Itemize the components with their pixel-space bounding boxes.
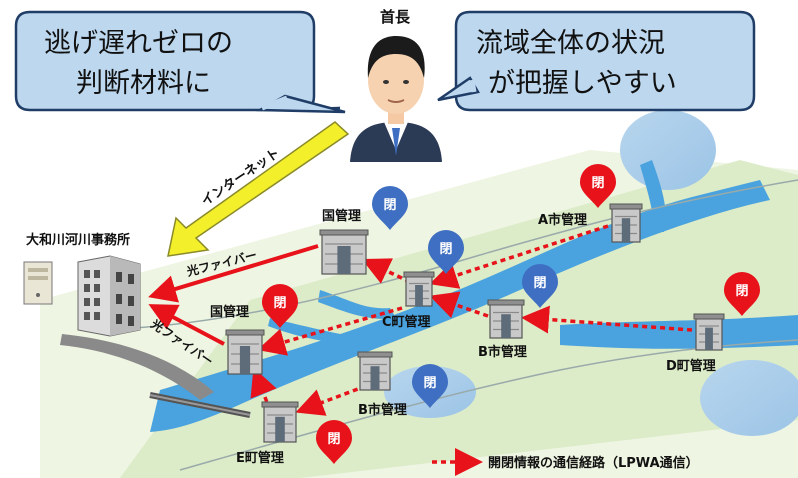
lpwa-c-to-kunilower bbox=[257, 306, 403, 356]
lpwa-paths bbox=[250, 224, 693, 416]
gate-label: B市管理 bbox=[358, 402, 407, 418]
server-icon bbox=[23, 261, 53, 305]
gate-status-pin: 閉 bbox=[580, 164, 616, 208]
lpwa-d-to-b bbox=[521, 305, 693, 334]
pond-lower-right bbox=[700, 360, 798, 436]
gate-c-town: C町管理 閉 bbox=[382, 230, 464, 330]
gate-icon bbox=[319, 229, 369, 275]
gate-status-text: 閉 bbox=[735, 284, 748, 299]
gate-icon bbox=[693, 313, 725, 351]
gate-b-city-mid: B市管理 閉 bbox=[478, 264, 558, 360]
lpwa-c-to-kuni bbox=[361, 258, 411, 284]
gate-status-pin: 閉 bbox=[262, 284, 298, 328]
bubble-left-line1: 逃げ遅れゼロの bbox=[44, 28, 233, 59]
road bbox=[60, 334, 214, 400]
gate-label: 国管理 bbox=[322, 208, 361, 224]
gate-status-pin: 閉 bbox=[316, 420, 352, 464]
leader-face bbox=[368, 46, 424, 114]
gate-status-text: 閉 bbox=[533, 276, 546, 291]
gate-label: E町管理 bbox=[236, 450, 284, 466]
gate-label: 国管理 bbox=[210, 304, 249, 320]
fiber-line-upper bbox=[148, 244, 319, 303]
gate-status-text: 閉 bbox=[591, 176, 604, 191]
leader-hair bbox=[367, 36, 425, 78]
lpwa-e-to-kunilower bbox=[250, 367, 277, 411]
legend-text: 開閉情報の通信経路（LPWA通信） bbox=[488, 455, 699, 471]
bubble-right-line1: 流域全体の状況 bbox=[476, 28, 665, 59]
gate-icon bbox=[403, 271, 435, 307]
gate-icon bbox=[609, 203, 643, 243]
gate-label: A市管理 bbox=[538, 212, 587, 228]
gate-status-pin: 閉 bbox=[522, 264, 558, 308]
bubble-left-line2: 判断材料に bbox=[76, 68, 211, 99]
leader-figure: 首長 bbox=[350, 8, 442, 162]
gate-a-city: A市管理 閉 bbox=[538, 164, 643, 243]
tributary-left bbox=[318, 290, 396, 319]
office: 大和川河川事務所 bbox=[23, 232, 141, 337]
lpwa-a-to-c bbox=[429, 224, 609, 289]
legend: 開閉情報の通信経路（LPWA通信） bbox=[432, 448, 699, 476]
gate-icon bbox=[261, 401, 299, 443]
gate-status-pin: 閉 bbox=[412, 364, 448, 408]
gate-b-city-low: B市管理 閉 bbox=[357, 351, 448, 418]
gate-status-text: 閉 bbox=[273, 296, 286, 311]
bubble-left: 逃げ遅れゼロの 判断材料に bbox=[14, 10, 346, 114]
tributary-left-down bbox=[268, 318, 352, 344]
gate-icon bbox=[487, 299, 525, 339]
gate-status-pin: 閉 bbox=[372, 186, 408, 230]
gate-status-text: 閉 bbox=[423, 376, 436, 391]
office-label: 大和川河川事務所 bbox=[26, 232, 130, 248]
lpwa-b-to-c bbox=[429, 291, 489, 319]
office-building-icon bbox=[77, 255, 141, 337]
gate-icon bbox=[357, 351, 393, 391]
fiber-line-lower bbox=[148, 304, 225, 346]
gate-kuni-lower: 国管理 閉 bbox=[210, 284, 298, 375]
bubble-right-line2: が把握しやすい bbox=[488, 68, 677, 99]
gate-label: B市管理 bbox=[478, 344, 527, 360]
pond-upper-right bbox=[620, 110, 716, 190]
leader-label: 首長 bbox=[380, 8, 411, 26]
gate-e-town: E町管理 閉 bbox=[236, 401, 352, 466]
gate-status-pin: 閉 bbox=[428, 230, 464, 274]
bubble-right: 流域全体の状況 が把握しやすい bbox=[437, 10, 756, 112]
gate-status-text: 閉 bbox=[327, 432, 340, 447]
gate-d-town: D町管理 閉 bbox=[666, 272, 760, 374]
lpwa-b2-to-e bbox=[295, 384, 367, 416]
gate-label: C町管理 bbox=[382, 314, 431, 330]
gate-status-text: 閉 bbox=[383, 198, 396, 213]
gate-icon bbox=[225, 329, 265, 375]
tributary-upper bbox=[640, 160, 666, 232]
gate-status-text: 閉 bbox=[439, 242, 452, 257]
gate-label: D町管理 bbox=[666, 358, 716, 374]
gate-status-pin: 閉 bbox=[724, 272, 760, 316]
map-terrain bbox=[40, 110, 798, 478]
gate-kuni-upper: 国管理 閉 bbox=[319, 186, 408, 275]
